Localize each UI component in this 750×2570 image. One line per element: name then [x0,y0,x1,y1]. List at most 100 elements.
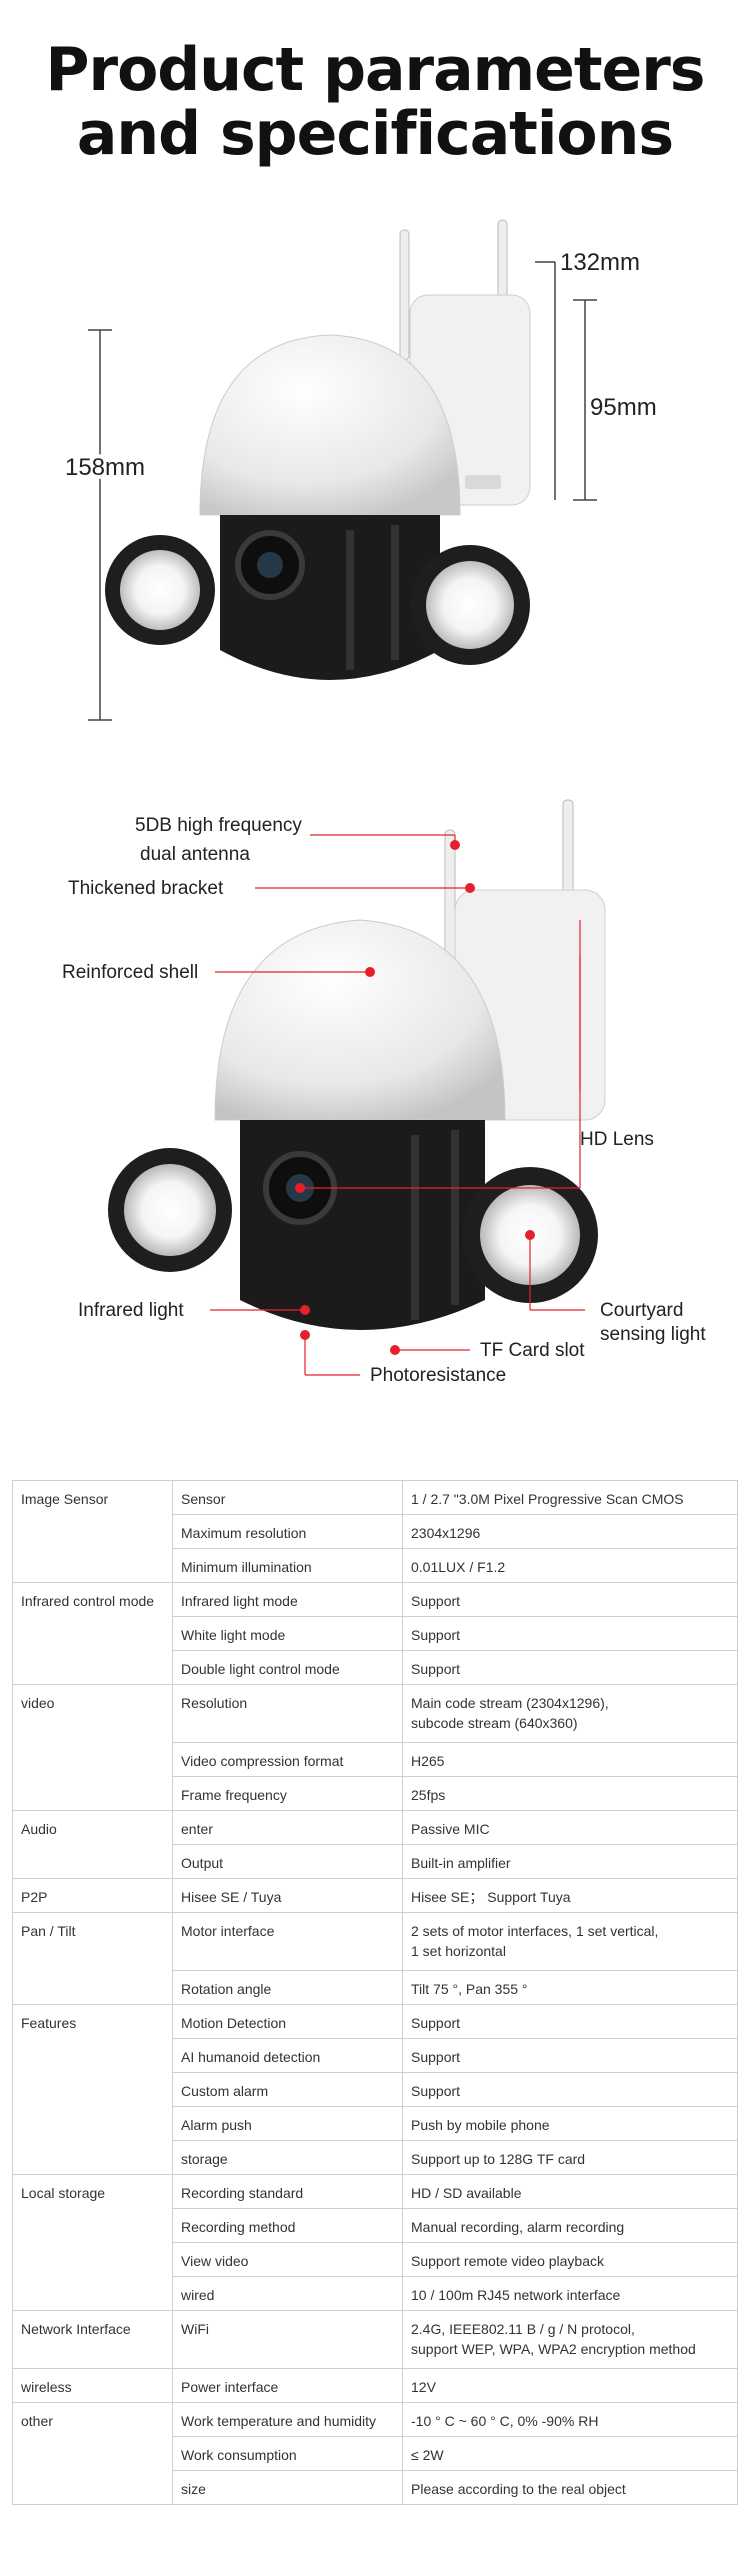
spec-item: Resolution [181,1695,248,1711]
spec-value: ≤ 2W [411,2447,444,2463]
table-row: White light mode Support [13,1616,738,1651]
dimension-figure: 158mm 132mm 95mm [61,219,657,721]
spec-value: Support [411,2083,461,2099]
callout-courtyard-line-2: sensing light [600,1324,706,1345]
spec-item: Frame frequency [181,1787,287,1803]
spec-value-cell: Support up to 128G TF card [402,2140,738,2175]
spec-item: Sensor [181,1491,226,1507]
spec-item: Work temperature and humidity [181,2413,377,2429]
spec-value-cell: HD / SD available [402,2174,738,2209]
spec-value: Built-in amplifier [411,1855,511,1871]
spec-value: 2304x1296 [411,1525,481,1541]
callout-dot-photoresistance [300,1330,310,1340]
spec-item-cell: Minimum illumination [172,1548,403,1583]
spec-value-cell: 0.01LUX / F1.2 [402,1548,738,1583]
spec-item: WiFi [181,2321,209,2337]
spec-category: Network Interface [21,2321,131,2337]
spec-item-cell: Infrared light mode [172,1582,403,1617]
spec-value-cell: 25fps [402,1776,738,1811]
spec-category-cell: video [12,1684,173,1811]
callout-bracket: Thickened bracket [68,878,224,899]
spec-value-cell: Built-in amplifier [402,1844,738,1879]
spec-value-cell: 12V [402,2368,738,2403]
spec-item-cell: Alarm push [172,2106,403,2141]
spec-item: Minimum illumination [181,1559,312,1575]
spec-item: Double light control mode [181,1661,340,1677]
spec-item: size [181,2481,206,2497]
spec-item: Recording standard [181,2185,304,2201]
spec-item: Video compression format [181,1753,344,1769]
table-row: video Resolution Main code stream (2304x12… [12,1684,738,1811]
spec-item-cell: AI humanoid detection [172,2038,403,2073]
dim-bracket-depth: 132mm [560,249,640,276]
spec-category: Infrared control mode [21,1593,155,1609]
spec-item: Power interface [181,2379,279,2395]
spec-value: 0.01LUX / F1.2 [411,1559,506,1575]
spec-item: enter [181,1821,213,1837]
spec-category: wireless [21,2379,72,2395]
dim-bracket-height: 95mm [590,394,657,421]
spec-category-cell: P2P [12,1878,173,1913]
spec-item: Rotation angle [181,1981,272,1997]
callout-antenna-line-1: 5DB high frequency [135,815,302,836]
spec-category-cell: Local storage [12,2174,173,2311]
callout-dot-courtyard [525,1230,535,1240]
title-line-1: Product parameters [45,35,706,105]
table-row: size Please according to the real object [13,2470,738,2505]
spec-value: 2.4G, IEEE802.11 B / g / N protocol, sup… [411,2321,696,2357]
callout-shell: Reinforced shell [62,962,198,983]
spec-value: Please according to the real object [411,2481,626,2497]
spec-value-cell: Support [402,1616,738,1651]
spec-value: 10 / 100m RJ45 network interface [411,2287,621,2303]
spec-value-cell: 2 sets of motor interfaces, 1 set vertic… [402,1912,738,1971]
callout-antenna-line-2: dual antenna [140,844,250,865]
spec-category: other [21,2413,53,2429]
spec-item-cell: Maximum resolution [172,1514,403,1549]
spec-category: Features [21,2015,77,2031]
table-row: Local storage Recording standard HD / SD a… [12,2174,738,2311]
spec-category: Image Sensor [21,1491,109,1507]
spec-item: Alarm push [181,2117,252,2133]
spec-item-cell: Frame frequency [172,1776,403,1811]
spec-value-cell: Passive MIC [402,1810,738,1845]
table-row: Minimum illumination 0.01LUX / F1.2 [13,1548,738,1583]
spec-value-cell: 2304x1296 [402,1514,738,1549]
spec-category-cell: Pan / Tilt [12,1912,173,2005]
spec-item: Recording method [181,2219,296,2235]
spec-category-cell: Infrared control mode [12,1582,173,1685]
table-row: Network Interface WiFi 2.4G, IEEE802.11 B … [12,2310,738,2369]
callout-dot-infrared [300,1305,310,1315]
spec-item: Motion Detection [181,2015,287,2031]
spec-item: White light mode [181,1627,286,1643]
spec-item-cell: Recording method [172,2208,403,2243]
spec-value: 25fps [411,1787,446,1803]
spec-item-cell: Sensor [172,1480,403,1515]
callout-dot-antenna [450,840,460,850]
spec-value-cell: Support [402,2072,738,2107]
spec-value-cell: Support [402,2038,738,2073]
spec-value: Tilt 75 °, Pan 355 ° [411,1981,528,1997]
spec-value-cell: Support [402,1650,738,1685]
spec-item-cell: Recording standard [172,2174,403,2209]
antenna-left [399,229,410,361]
callout-lens: HD Lens [580,1129,654,1150]
page-title: Product parameters and specifications [0,38,750,166]
spec-item-cell: size [172,2470,403,2505]
spec-item-cell: Work temperature and humidity [172,2402,403,2437]
spec-item-cell: White light mode [172,1616,403,1651]
spec-value: Passive MIC [411,1821,490,1837]
table-row: Infrared control mode Infrared light mode… [12,1582,738,1685]
table-row: Maximum resolution 2304x1296 [13,1514,738,1549]
spec-value: Main code stream (2304x1296), subcode st… [411,1695,609,1731]
spec-item: AI humanoid detection [181,2049,321,2065]
spec-item-cell: Work consumption [172,2436,403,2471]
callout-dot-lens [295,1183,305,1193]
callout-photoresistance: Photoresistance [370,1365,506,1386]
